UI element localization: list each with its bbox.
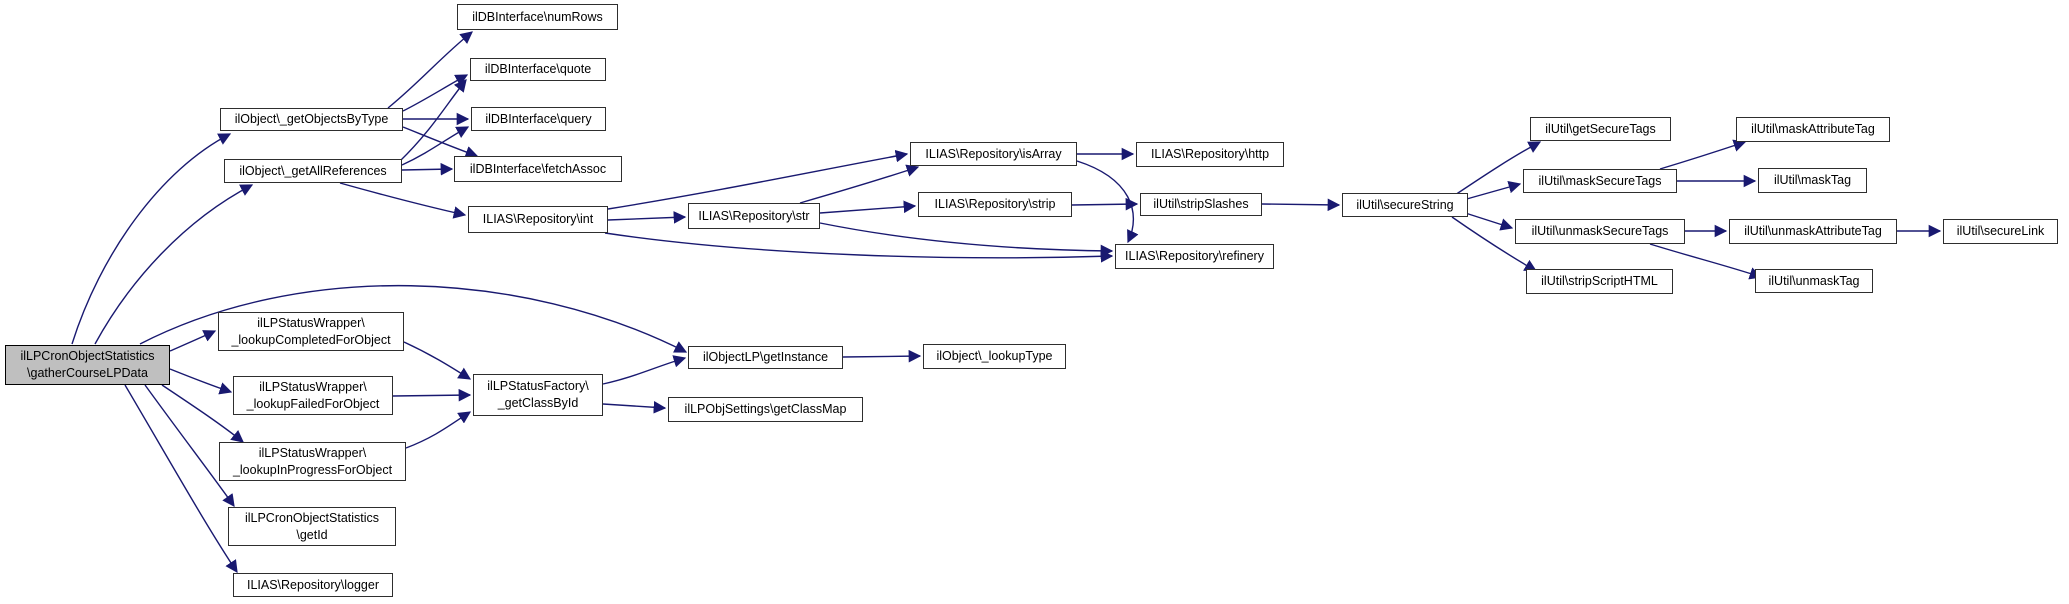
- node-lookupCompletedForObject[interactable]: ilLPStatusWrapper\ _lookupCompletedForOb…: [218, 312, 404, 351]
- node-fetchAssoc[interactable]: ilDBInterface\fetchAssoc: [454, 156, 622, 182]
- node-lookupInProgressForObject[interactable]: ilLPStatusWrapper\ _lookupInProgressForO…: [219, 442, 406, 481]
- node-stripScriptHTML[interactable]: ilUtil\stripScriptHTML: [1526, 269, 1673, 294]
- edge-gatherCourseLPData-logger: [124, 384, 238, 574]
- edge-int-refinery: [604, 232, 1114, 263]
- edge-getObjectsByType-quote: [402, 74, 469, 112]
- node-strip[interactable]: ILIAS\Repository\strip: [918, 192, 1072, 217]
- node-refinery[interactable]: ILIAS\Repository\refinery: [1115, 244, 1274, 269]
- edge-str-strip: [819, 200, 917, 214]
- node-maskAttributeTag[interactable]: ilUtil\maskAttributeTag: [1736, 117, 1890, 142]
- edge-gatherCourseLPData-lookupFailedForObject: [169, 368, 233, 395]
- edge-getAllReferences-quote: [399, 79, 467, 162]
- node-int[interactable]: ILIAS\Repository\int: [468, 206, 608, 233]
- edge-getAllReferences-fetchAssoc: [401, 162, 454, 176]
- edge-str-isArray: [799, 164, 920, 204]
- edge-getAllReferences-query: [401, 126, 470, 166]
- edge-int-str: [607, 211, 687, 224]
- edge-strip-stripSlashes: [1071, 197, 1139, 211]
- edge-getObjectsByType-numRows: [387, 31, 473, 109]
- node-getObjectsByType[interactable]: ilObject\_getObjectsByType: [220, 108, 403, 131]
- edge-getObjectsByType-fetchAssoc: [402, 126, 479, 159]
- node-stripSlashes[interactable]: ilUtil\stripSlashes: [1140, 193, 1262, 216]
- node-numRows[interactable]: ilDBInterface\numRows: [457, 4, 618, 30]
- node-logger[interactable]: ILIAS\Repository\logger: [233, 573, 393, 597]
- edge-int-isArray: [607, 149, 909, 210]
- edge-isArray-refinery: [1076, 160, 1139, 244]
- edge-str-refinery: [819, 222, 1114, 258]
- node-isArray[interactable]: ILIAS\Repository\isArray: [910, 142, 1077, 166]
- node-query[interactable]: ilDBInterface\query: [471, 107, 606, 131]
- node-getClassById[interactable]: ilLPStatusFactory\ _getClassById: [473, 374, 603, 416]
- node-secureLink[interactable]: ilUtil\secureLink: [1943, 219, 2058, 244]
- edge-lookupFailedForObject-getClassById: [392, 388, 472, 402]
- edge-gatherCourseLPData-lookupCompletedForObject: [169, 330, 217, 352]
- edge-gatherCourseLPData-getId: [144, 384, 235, 508]
- edge-secureString-getSecureTags: [1454, 141, 1542, 196]
- node-maskTag[interactable]: ilUtil\maskTag: [1758, 168, 1867, 193]
- node-getInstance[interactable]: ilObjectLP\getInstance: [688, 346, 843, 369]
- edge-gatherCourseLPData-getAllReferences: [94, 184, 254, 345]
- node-getAllReferences[interactable]: ilObject\_getAllReferences: [224, 159, 402, 183]
- edge-gatherCourseLPData-getObjectsByType: [71, 133, 232, 345]
- node-http[interactable]: ILIAS\Repository\http: [1136, 142, 1284, 167]
- node-unmaskTag[interactable]: ilUtil\unmaskTag: [1755, 269, 1873, 293]
- edge-secureString-stripScriptHTML: [1451, 216, 1538, 272]
- node-secureString[interactable]: ilUtil\secureString: [1342, 193, 1468, 217]
- node-getSecureTags[interactable]: ilUtil\getSecureTags: [1530, 117, 1671, 141]
- edge-getClassById-getInstance: [602, 355, 687, 385]
- node-gatherCourseLPData[interactable]: ilLPCronObjectStatistics \gatherCourseLP…: [5, 345, 170, 385]
- edge-lookupInProgressForObject-getClassById: [405, 411, 472, 449]
- edge-unmaskSecureTags-unmaskTag: [1649, 243, 1763, 280]
- edge-getAllReferences-int: [339, 182, 467, 219]
- edge-lookupCompletedForObject-getClassById: [403, 341, 472, 380]
- node-quote[interactable]: ilDBInterface\quote: [470, 58, 606, 81]
- node-getClassMap[interactable]: ilLPObjSettings\getClassMap: [668, 397, 863, 422]
- node-maskSecureTags[interactable]: ilUtil\maskSecureTags: [1523, 169, 1677, 193]
- edge-maskSecureTags-maskAttributeTag: [1659, 139, 1747, 170]
- edge-getInstance-lookupType: [842, 349, 922, 363]
- edge-stripSlashes-secureString: [1261, 198, 1341, 212]
- node-lookupFailedForObject[interactable]: ilLPStatusWrapper\ _lookupFailedForObjec…: [233, 376, 393, 415]
- edge-getClassById-getClassMap: [602, 400, 667, 414]
- node-getId[interactable]: ilLPCronObjectStatistics \getId: [228, 507, 396, 546]
- node-str[interactable]: ILIAS\Repository\str: [688, 203, 820, 229]
- node-lookupType[interactable]: ilObject\_lookupType: [923, 344, 1066, 369]
- edge-gatherCourseLPData-lookupInProgressForObject: [161, 384, 244, 443]
- edge-gatherCourseLPData-getInstance: [139, 284, 688, 353]
- node-unmaskAttributeTag[interactable]: ilUtil\unmaskAttributeTag: [1729, 219, 1897, 244]
- node-unmaskSecureTags[interactable]: ilUtil\unmaskSecureTags: [1515, 219, 1685, 244]
